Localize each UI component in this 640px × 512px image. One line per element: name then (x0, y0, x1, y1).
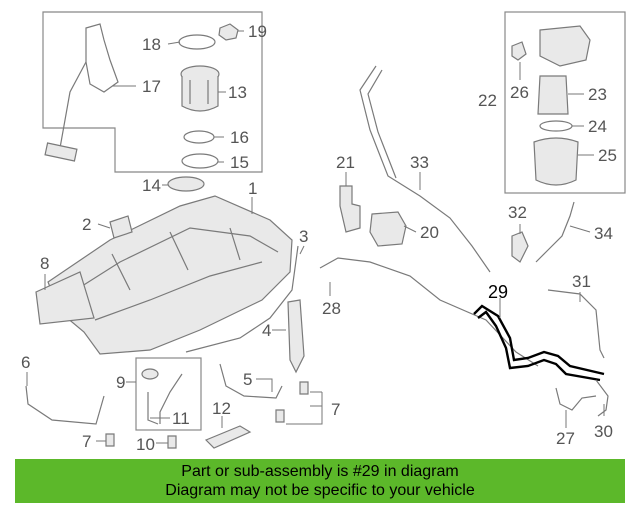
line-30 (595, 379, 609, 417)
bracket-4 (287, 299, 305, 374)
callout-30: 30 (594, 422, 613, 441)
callout-7b: 7 (331, 400, 340, 419)
info-banner: Part or sub-assembly is #29 in diagram D… (15, 459, 625, 503)
callout-10: 10 (136, 435, 155, 454)
strap-3 (185, 245, 299, 353)
callout-7a: 7 (82, 432, 91, 451)
strap-5 (219, 363, 283, 399)
callout-17: 17 (142, 77, 161, 96)
callout-12: 12 (212, 399, 231, 418)
nut-19 (218, 23, 239, 41)
insulator-2 (109, 215, 133, 239)
callout-15: 15 (230, 153, 249, 172)
filter-group-frame (504, 11, 626, 194)
callout-8: 8 (40, 254, 49, 273)
valve-26 (511, 41, 527, 61)
callout-32: 32 (508, 203, 527, 222)
sender-unit (44, 23, 119, 162)
pump-group-frame (42, 11, 263, 173)
seal-16 (183, 130, 215, 144)
callout-25: 25 (598, 146, 617, 165)
sensor-32 (511, 231, 529, 263)
strap-6 (25, 385, 105, 425)
callout-22: 22 (478, 91, 497, 110)
tank-shield-8 (35, 271, 95, 325)
vapor-line-33 (359, 65, 491, 273)
line-31 (547, 289, 605, 359)
callout-11: 11 (172, 409, 190, 428)
callout-18: 18 (142, 35, 161, 54)
callout-9: 9 (116, 373, 125, 392)
leader-lines (26, 30, 605, 444)
callout-4: 4 (262, 321, 271, 340)
callout-14: 14 (142, 176, 161, 195)
filter-bowl-25 (533, 137, 579, 186)
callout-16: 16 (230, 128, 249, 147)
callout-13: 13 (228, 83, 247, 102)
fuel-line-29 (473, 304, 605, 382)
line-27 (555, 387, 597, 411)
plate-14 (167, 176, 205, 192)
lock-ring-15 (181, 153, 219, 169)
lock-ring-18 (178, 34, 216, 50)
callout-3: 3 (299, 227, 308, 246)
callout-20: 20 (420, 223, 439, 242)
callout-28: 28 (322, 299, 341, 318)
banner-line-part: Part or sub-assembly is #29 in diagram (181, 463, 459, 480)
filter-head (539, 25, 591, 67)
filter-element-23 (537, 75, 569, 115)
shield-12 (204, 425, 252, 449)
callout-27: 27 (556, 429, 575, 448)
callout-21: 21 (336, 153, 355, 172)
o-ring-24 (539, 120, 573, 132)
bolts (105, 381, 309, 449)
callout-6: 6 (21, 353, 30, 372)
callout-33: 33 (410, 153, 429, 172)
callout-1: 1 (248, 179, 257, 198)
canister-20 (369, 211, 407, 247)
callout-29: 29 (488, 282, 508, 302)
callout-24: 24 (588, 117, 607, 136)
callout-labels: 1 2 3 4 5 6 7 7 8 9 10 11 12 13 14 15 16… (21, 22, 617, 454)
callout-34: 34 (594, 224, 613, 243)
filler-group-frame (135, 357, 202, 431)
line-34 (535, 201, 575, 263)
callout-26: 26 (510, 83, 529, 102)
banner-line-disclaimer: Diagram may not be specific to your vehi… (165, 482, 475, 499)
callout-2: 2 (82, 215, 91, 234)
fuel-tank (47, 195, 293, 355)
callout-5: 5 (243, 370, 252, 389)
callout-19: 19 (248, 22, 267, 41)
bracket-21 (339, 185, 361, 233)
pump-module (180, 65, 220, 112)
callout-23: 23 (588, 85, 607, 104)
callout-31: 31 (572, 272, 591, 291)
